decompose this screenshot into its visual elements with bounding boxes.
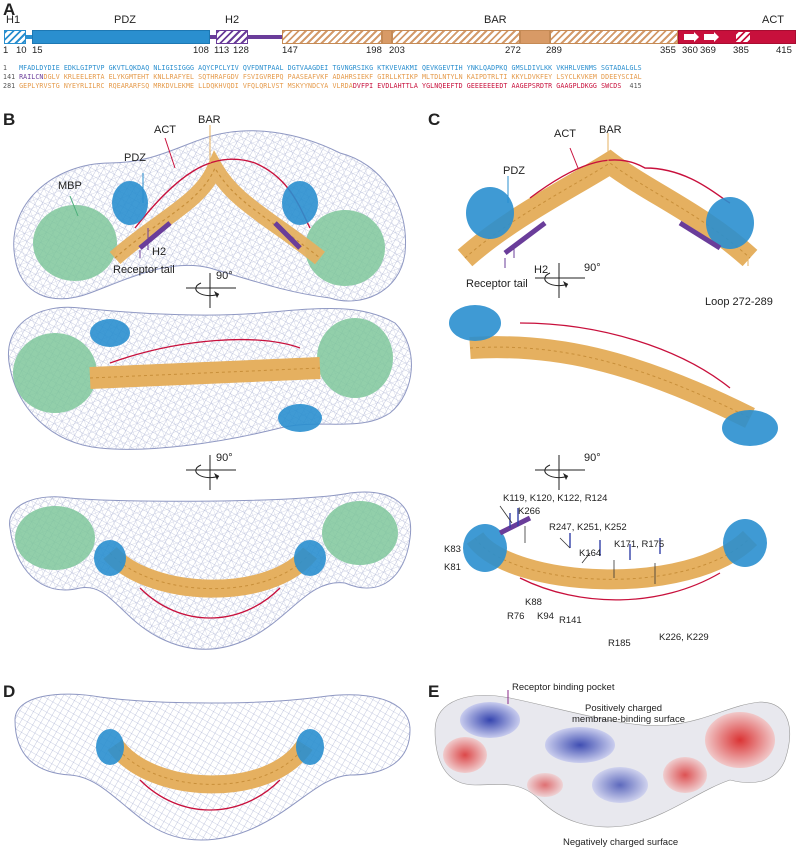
residue-label-r185: R185	[608, 638, 631, 649]
position-10: 10	[16, 45, 27, 56]
panel-e-label-pocket: Receptor binding pocket	[512, 682, 615, 693]
panel-c-rotation-label-2: 90°	[584, 452, 601, 464]
panel-c-figure	[449, 133, 778, 601]
panel-c-rotation-1	[535, 263, 585, 298]
domain-bar-block-2	[392, 30, 520, 44]
residue-label-k119: K119, K120, K122, R124	[503, 493, 608, 504]
panel-c-letter: C	[428, 110, 441, 129]
panel-b-view-3	[9, 491, 412, 650]
sequence-row-3-act: DVFPI EVDLAHTTLA YGLNQEEFTD GEEEEEEEDT A…	[352, 82, 622, 90]
panel-b-figure	[8, 125, 412, 650]
residue-label-r247: R247, K251, K252	[549, 522, 627, 533]
position-15: 15	[32, 45, 43, 56]
panel-b-rotation-label-1: 90°	[216, 270, 233, 282]
position-108: 108	[193, 45, 209, 56]
residue-label-k94: K94	[537, 611, 554, 622]
residue-label-k81: K81	[444, 562, 461, 573]
panel-b-label-act: ACT	[154, 124, 176, 136]
domain-label-bar: BAR	[484, 14, 507, 26]
residue-label-r141: R141	[559, 615, 582, 626]
residue-label-r76: R76	[507, 611, 525, 622]
domain-label-h1: H1	[6, 14, 21, 26]
panel-b-label-pdz: PDZ	[124, 152, 146, 164]
sequence-row-1: 1 MFADLDYDIE EDKLGIPTVP GKVTLQKDAQ NLIGI…	[3, 64, 642, 72]
domain-bar-block-3	[550, 30, 678, 44]
sequence-row-2-h2: RAILCN	[19, 73, 44, 81]
sequence-end-number: 415	[629, 82, 642, 90]
position-360: 360	[682, 45, 698, 56]
panel-b-rotation-1	[186, 273, 236, 308]
position-128: 128	[233, 45, 249, 56]
panel-e-label-negative: Negatively charged surface	[563, 837, 679, 848]
residue-label-k83: K83	[444, 544, 461, 555]
residue-label-k88: K88	[525, 597, 542, 608]
sequence-row-2: 141 RAILCNDGLV KRLEELERTA ELYKGMTEHT KNL…	[3, 73, 642, 81]
residue-label-k226: K226, K229	[659, 632, 709, 643]
panel-b-label-mbp: MBP	[58, 180, 82, 192]
position-415: 415	[776, 45, 792, 56]
domain-linker-1	[26, 35, 32, 39]
position-385: 385	[733, 45, 749, 56]
panel-c-view-2	[449, 305, 778, 446]
panel-c-view-3	[463, 505, 767, 601]
panel-d-letter: D	[3, 682, 16, 701]
position-369: 369	[700, 45, 716, 56]
position-203: 203	[389, 45, 405, 56]
position-272: 272	[505, 45, 521, 56]
sequence-row-3: 281 GEPLYRVSTG NYEYRLILRC RQEARARFSQ MRK…	[3, 82, 642, 90]
act-strand-arrows	[684, 32, 719, 42]
position-355: 355	[660, 45, 676, 56]
panel-c-rotation-label-1: 90°	[584, 262, 601, 274]
panel-c-rotation-2	[535, 455, 585, 490]
panel-c-label-loop: Loop 272-289	[705, 296, 773, 308]
domain-linker-3	[248, 35, 282, 39]
residue-label-k266: K266	[518, 506, 541, 517]
domain-label-act: ACT	[762, 14, 784, 26]
sequence-row-1-pdz: MFADLDYDIE EDKLGIPTVP GKVTLQKDAQ NLIGISI…	[19, 64, 642, 72]
panel-b-view-1	[13, 125, 407, 302]
panel-b-rotation-2	[186, 455, 236, 490]
sequence-row-2-number: 141	[3, 73, 16, 81]
sequence-row-3-bar: GEPLYRVSTG NYEYRLILRC RQEARARFSQ MRKDVLE…	[19, 82, 353, 90]
domain-h2-block	[216, 30, 248, 44]
position-147: 147	[282, 45, 298, 56]
domain-act-helix	[735, 31, 751, 43]
sequence-row-2-bar: DGLV KRLEELERTA ELYKGMTEHT KNLLRAFYEL SQ…	[43, 73, 642, 81]
domain-bar-block-1	[282, 30, 382, 44]
panel-b-view-2	[8, 306, 412, 450]
domain-bar-loop	[520, 30, 550, 44]
panel-e-label-positive-1: Positively charged	[585, 703, 663, 714]
position-289: 289	[546, 45, 562, 56]
domain-label-h2: H2	[225, 14, 240, 26]
panel-e-label-positive-2: membrane-binding surface	[572, 714, 686, 725]
panel-c-label-pdz: PDZ	[503, 165, 525, 177]
position-198: 198	[366, 45, 382, 56]
panel-c-view-1	[457, 133, 758, 268]
panel-e-figure	[434, 690, 790, 828]
panel-c-label-act: ACT	[554, 128, 576, 140]
domain-h1-block	[4, 30, 26, 44]
residue-label-k171: K171, R175	[614, 539, 665, 550]
position-113: 113	[214, 45, 230, 56]
panel-b-label-bar: BAR	[198, 114, 221, 126]
domain-linker-2	[210, 35, 216, 39]
position-1: 1	[3, 45, 9, 56]
panel-c-label-h2: H2	[534, 264, 549, 276]
domain-label-pdz: PDZ	[114, 14, 136, 26]
panel-d-figure	[14, 693, 411, 841]
panel-e-letter: E	[428, 682, 440, 701]
domain-pdz-block	[32, 30, 210, 44]
panel-b-label-h2: H2	[152, 246, 167, 258]
panel-b-rotation-label-2: 90°	[216, 452, 233, 464]
sequence-row-1-number: 1	[3, 64, 8, 72]
domain-bar-gap-1	[382, 30, 392, 44]
panel-b-label-receptor-tail: Receptor tail	[113, 264, 175, 276]
panel-a-letter: A	[3, 0, 16, 19]
sequence-row-3-number: 281	[3, 82, 16, 90]
residue-label-k164: K164	[579, 548, 602, 559]
panel-b-letter: B	[3, 110, 16, 129]
panel-c-label-bar: BAR	[599, 124, 622, 136]
panel-c-label-receptor-tail: Receptor tail	[466, 278, 528, 290]
